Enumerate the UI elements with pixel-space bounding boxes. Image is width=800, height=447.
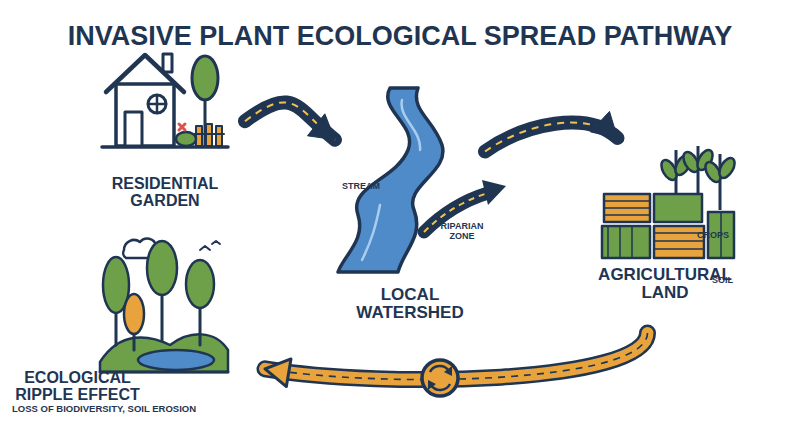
house-icon xyxy=(102,54,228,147)
node-sublabel: LOSS OF BIODIVERSITY, SOIL EROSION xyxy=(12,404,262,414)
stream-icon xyxy=(338,88,443,272)
farm-icon xyxy=(602,146,738,258)
annotation-label: STREAM xyxy=(342,182,402,192)
cycle-icon xyxy=(422,360,458,396)
diagram-title: INVASIVE PLANT ECOLOGICAL SPREAD PATHWAY xyxy=(0,22,800,51)
flow-arrow xyxy=(485,111,618,151)
node-label: ECOLOGICAL RIPPLE EFFECT xyxy=(10,369,145,404)
ecosystem-icon xyxy=(100,238,228,372)
arrow-head xyxy=(307,114,335,140)
node-label: RESIDENTIAL GARDEN xyxy=(90,175,240,210)
annotation-label: SOIL xyxy=(712,276,752,286)
annotation-label: CROPS xyxy=(697,231,747,241)
annotation-label: RIPARIAN ZONE xyxy=(434,222,490,241)
stage-node: LOCAL WATERSHED xyxy=(335,88,485,323)
arrow-dashes xyxy=(245,102,335,139)
arrow-head xyxy=(590,111,617,138)
node-label: LOCAL WATERSHED xyxy=(335,286,485,323)
arrow-head xyxy=(265,359,291,387)
stage-node: RESIDENTIAL GARDEN xyxy=(95,38,245,215)
arrow-body xyxy=(245,102,335,139)
stage-node: ECOLOGICAL RIPPLE EFFECTLOSS OF BIODIVER… xyxy=(10,232,265,422)
flow-arrow xyxy=(245,102,335,139)
